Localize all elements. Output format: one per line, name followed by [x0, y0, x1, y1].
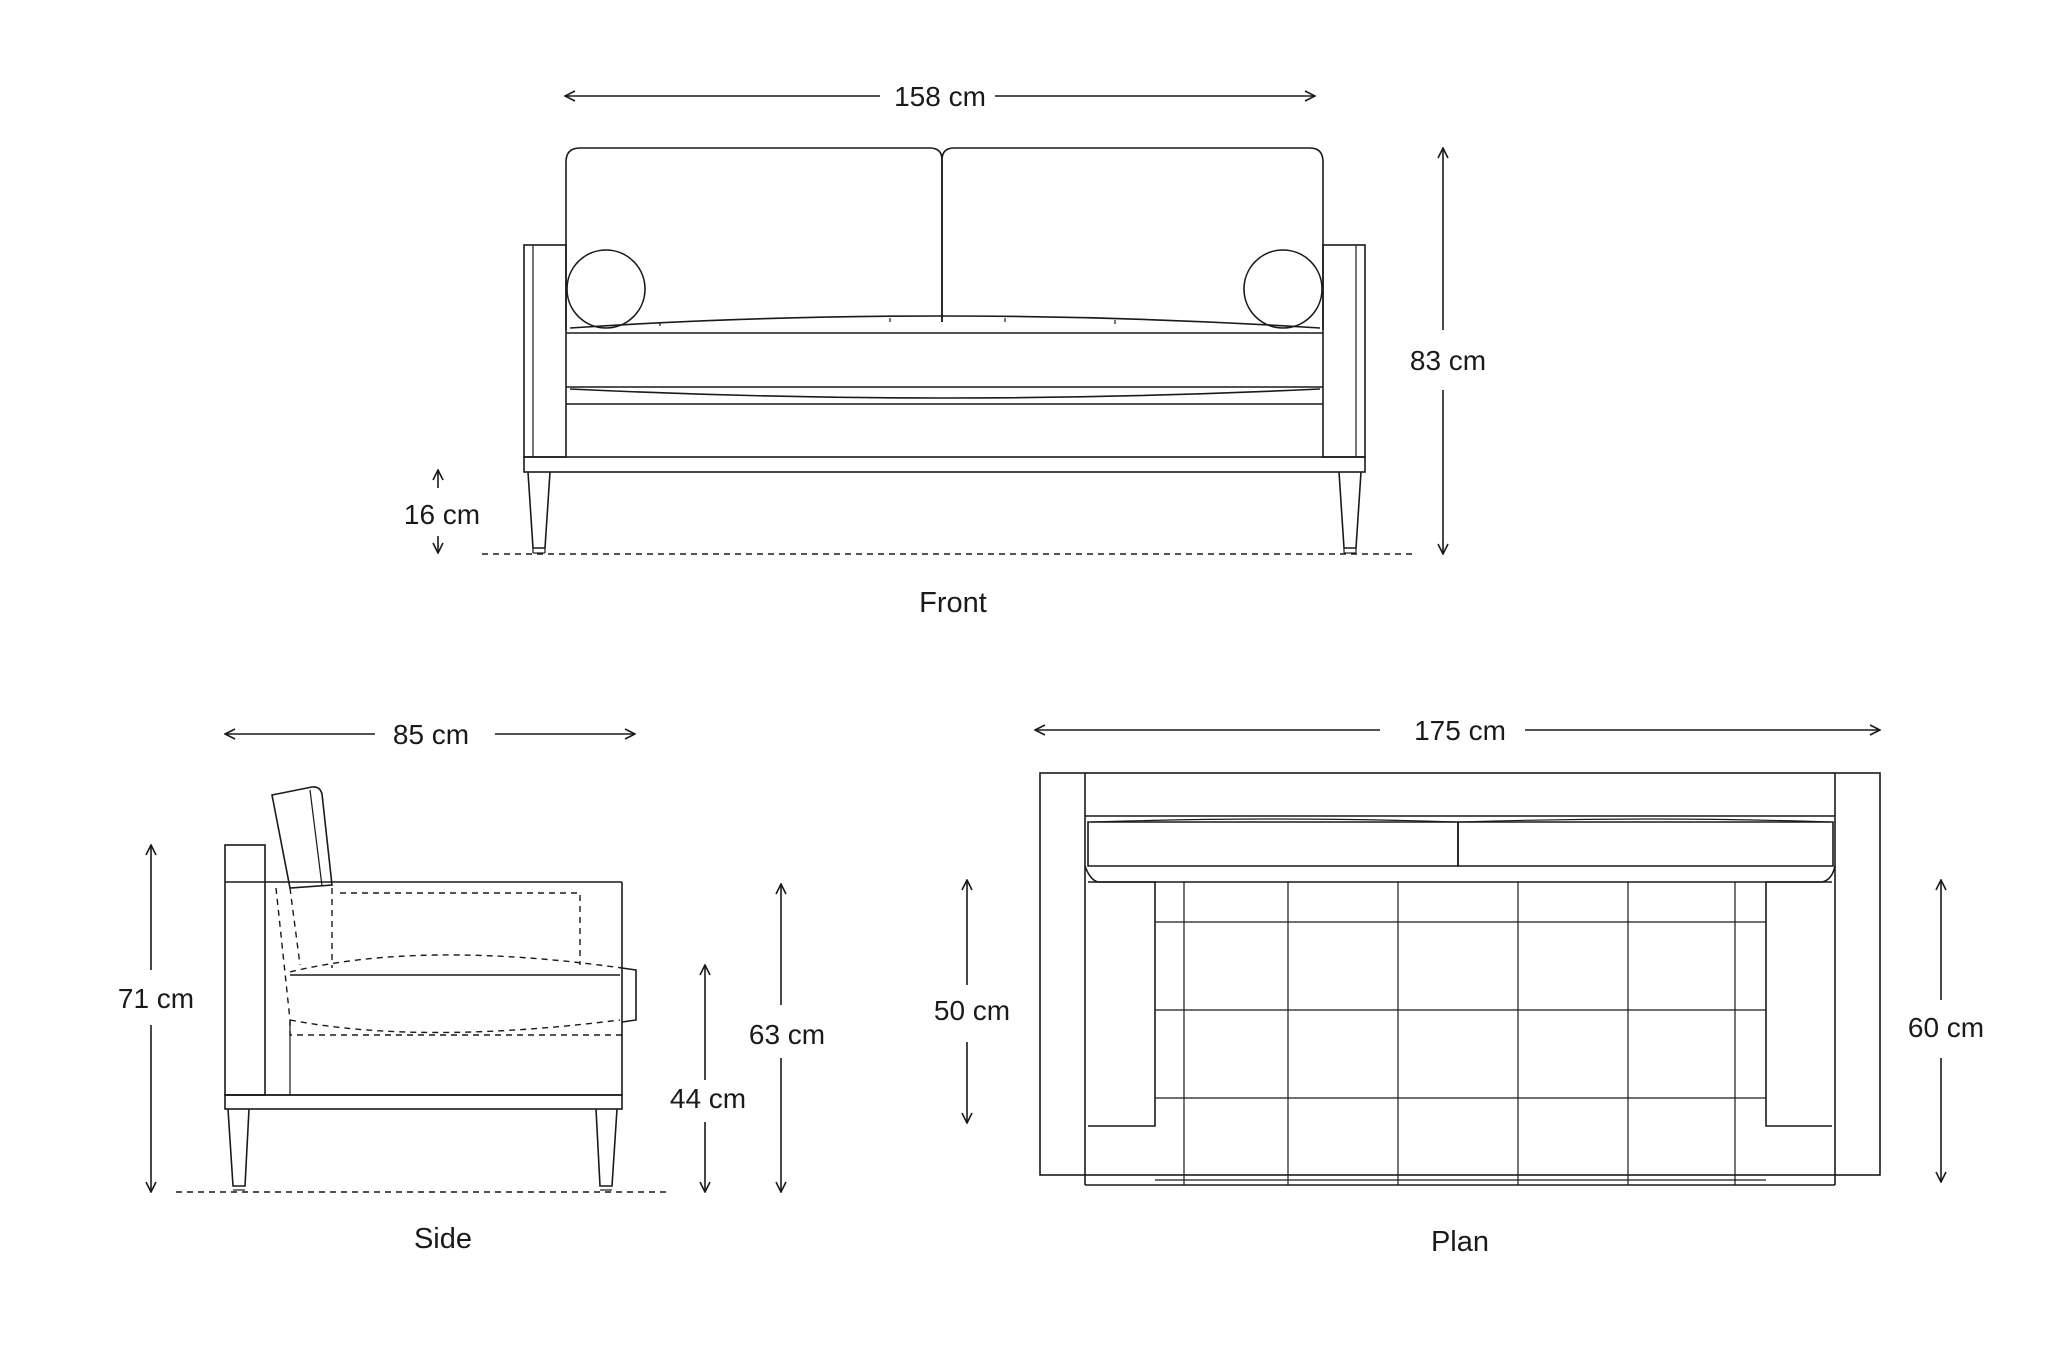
side-arm-height-label: 71 cm — [118, 983, 194, 1014]
front-view-label: Front — [919, 587, 987, 619]
front-leg-height-label: 16 cm — [404, 499, 480, 530]
plan-view-label: Plan — [1431, 1226, 1489, 1258]
side-seat-height-label: 44 cm — [670, 1083, 746, 1114]
side-depth-label: 85 cm — [393, 719, 469, 750]
front-arm-left — [523, 244, 567, 458]
plan-total-depth-dimension: 60 cm — [1908, 880, 1984, 1182]
side-arm-height-dimension: 71 cm — [118, 845, 194, 1192]
plan-view: 175 cm — [934, 715, 1984, 1258]
plan-seat-grid — [1155, 882, 1766, 1185]
front-height-label: 83 cm — [1410, 345, 1486, 376]
side-back-cushion — [271, 786, 333, 889]
front-seat-cushion-top — [569, 315, 1321, 329]
side-leg-front — [227, 1108, 250, 1187]
front-leg-height-dimension: 16 cm — [404, 470, 480, 553]
side-back-height-dimension: 63 cm — [749, 884, 825, 1192]
plan-width-label: 175 cm — [1414, 715, 1506, 746]
front-arm-right — [1322, 244, 1366, 458]
front-bolster-left — [566, 249, 646, 329]
front-bolster-right — [1243, 249, 1323, 329]
side-depth-dimension: 85 cm — [225, 719, 635, 750]
front-base-rail — [523, 456, 1366, 473]
plan-width-dimension: 175 cm — [1035, 715, 1880, 746]
front-leg-left — [527, 471, 551, 549]
front-view: 158 cm — [404, 81, 1486, 619]
plan-seat-front-edge — [1084, 865, 1836, 883]
side-hidden-back — [275, 887, 581, 1021]
side-base-rail — [224, 1094, 623, 1110]
front-width-label: 158 cm — [894, 81, 986, 112]
plan-back-cushion-left — [1087, 821, 1459, 867]
plan-total-depth-label: 60 cm — [1908, 1012, 1984, 1043]
front-leg-right — [1338, 471, 1362, 549]
plan-seat-depth-dimension: 50 cm — [934, 880, 1010, 1123]
side-hidden-seat — [289, 954, 623, 1036]
front-back-cushion-left — [565, 147, 943, 330]
side-back-height-label: 63 cm — [749, 1019, 825, 1050]
plan-back-cushion-right — [1457, 821, 1834, 867]
front-height-dimension: 83 cm — [1410, 148, 1486, 554]
plan-outer-frame — [1039, 772, 1881, 1176]
side-view-label: Side — [414, 1223, 472, 1255]
side-seat-height-dimension: 44 cm — [670, 965, 746, 1192]
side-leg-back — [595, 1108, 618, 1187]
front-seat-front-curve — [569, 388, 1321, 399]
front-width-dimension: 158 cm — [565, 81, 1315, 112]
plan-seat-depth-label: 50 cm — [934, 995, 1010, 1026]
front-back-cushion-right — [941, 147, 1324, 330]
side-view: 85 cm 71 cm — [118, 719, 825, 1255]
